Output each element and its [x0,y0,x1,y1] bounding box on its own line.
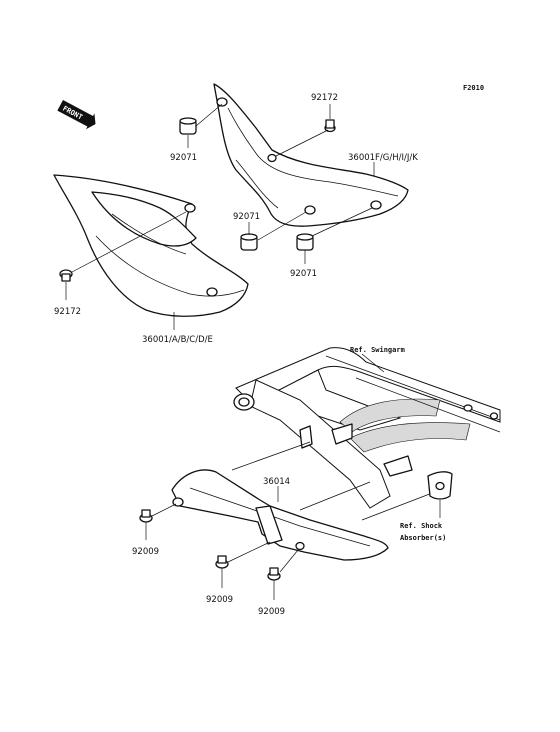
bolt-92009-c [267,567,281,581]
chain-guard-36014 [171,469,389,561]
side-cover-right [213,83,409,227]
label-bolt-top: 92172 [311,93,338,103]
label-bolt-a: 92009 [132,547,159,557]
swingarm-reference [231,347,501,521]
label-bolt-b: 92009 [206,595,233,605]
bolt-92009-b [215,555,229,569]
label-shock-ref-1: Ref. Shock [400,522,443,530]
damper-92071-upper [179,117,197,135]
bolt-92172-top [324,119,336,133]
damper-92071-middle [240,233,258,251]
label-damper-mid: 92071 [233,212,260,222]
label-chain-guard: 36014 [263,477,290,487]
side-cover-left [53,174,249,317]
damper-92071-right [296,233,314,251]
label-damper-upper: 92071 [170,153,197,163]
label-cover-right: 36001F/G/H/I/J/K [348,153,418,163]
label-damper-right: 92071 [290,269,317,279]
label-bolt-left: 92172 [54,307,81,317]
bolt-92009-a [139,509,153,523]
bolt-92172-left [59,269,73,282]
label-shock-ref-2: Absorber(s) [400,534,446,542]
shock-bracket-reference [427,471,453,500]
label-cover-left: 36001/A/B/C/D/E [142,335,213,345]
label-swingarm-ref: Ref. Swingarm [350,346,405,354]
label-bolt-c: 92009 [258,607,285,617]
front-arrow-icon: FRONT [57,100,96,130]
diagram-code: F2010 [463,84,484,92]
